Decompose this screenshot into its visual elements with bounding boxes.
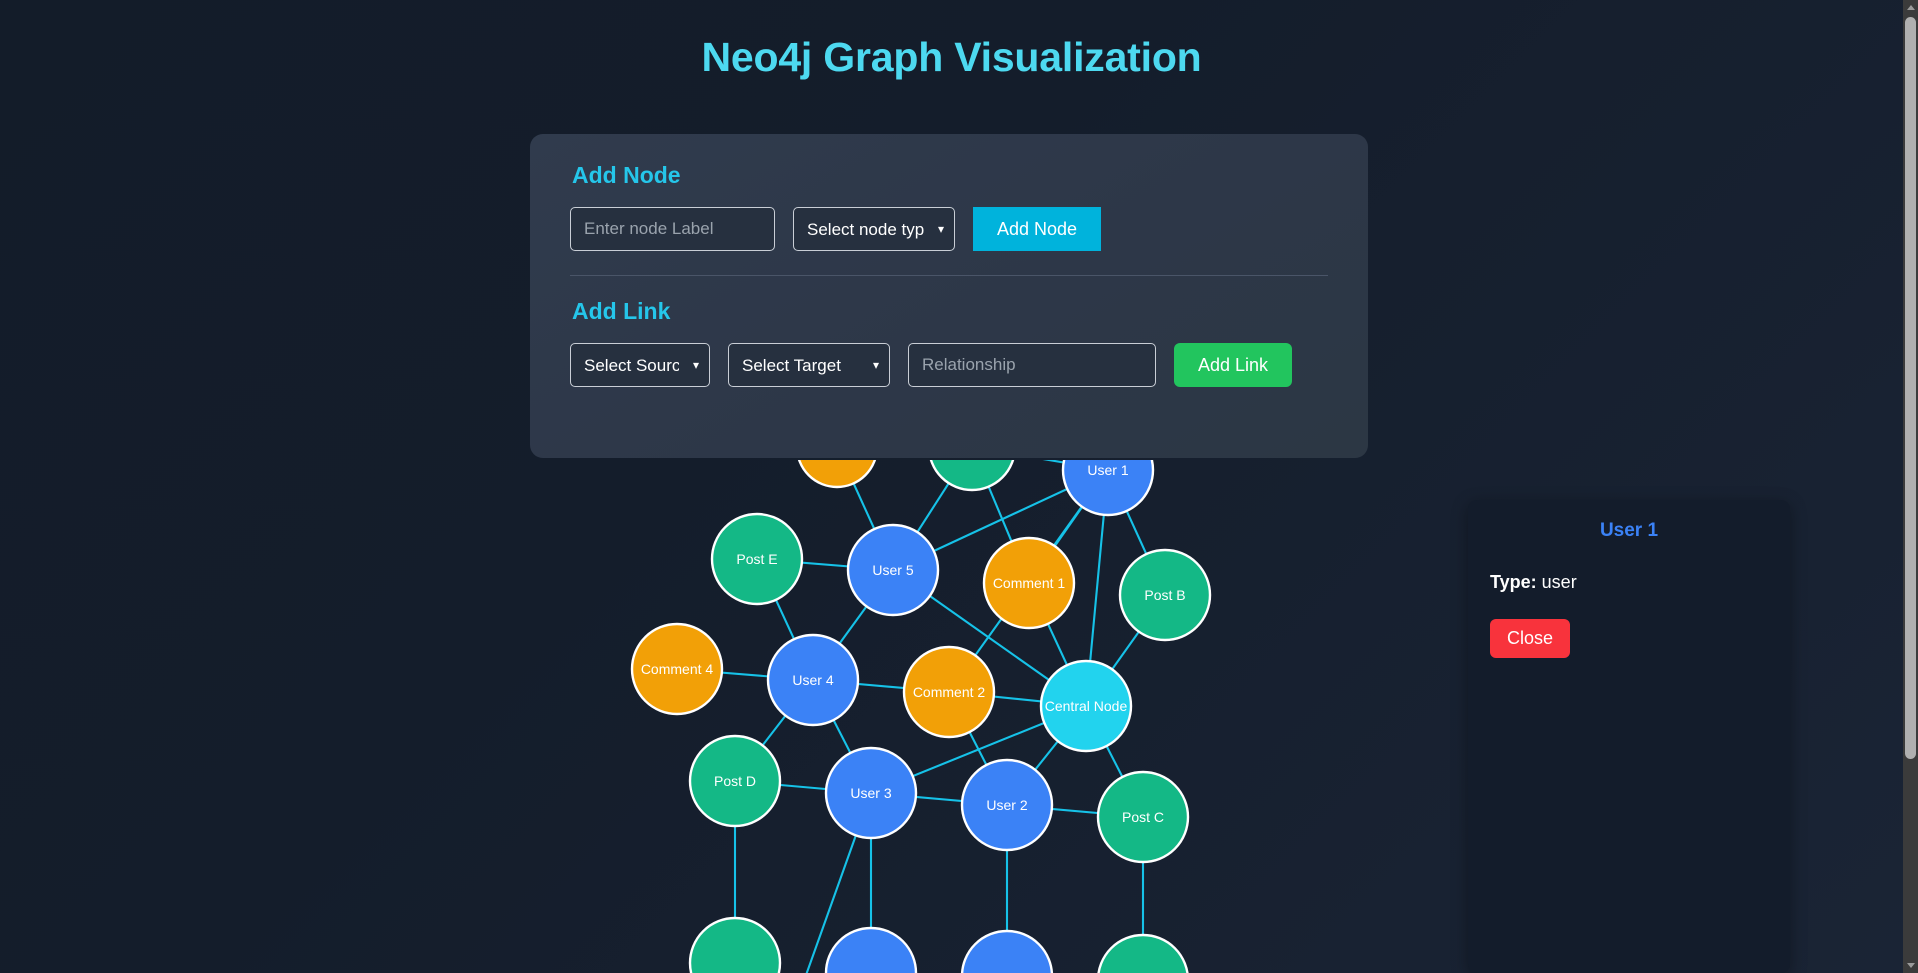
- graph-canvas[interactable]: Comment 5 Post A User 1 Post E User 5 Comment…: [0, 460, 1903, 973]
- graph-node-circle[interactable]: [630, 622, 724, 716]
- graph-node[interactable]: User 4: [766, 633, 860, 727]
- graph-node-circle[interactable]: [766, 633, 860, 727]
- add-link-row: Select Source ▾ Select Target ▾ Add Link: [570, 343, 1328, 387]
- close-button[interactable]: Close: [1490, 619, 1571, 658]
- graph-node-circle[interactable]: [797, 460, 877, 489]
- node-label-input[interactable]: [570, 207, 775, 251]
- graph-node[interactable]: Central Node: [1039, 659, 1133, 753]
- link-target-select[interactable]: Select Target: [728, 343, 890, 387]
- node-info-title: User 1: [1599, 520, 1659, 541]
- graph-node-circle[interactable]: [710, 512, 804, 606]
- link-source-select[interactable]: Select Source: [570, 343, 710, 387]
- graph-node-circle[interactable]: [1097, 933, 1189, 973]
- graph-node-circle[interactable]: [1118, 548, 1212, 642]
- scrollbar-thumb[interactable]: [1905, 17, 1916, 759]
- graph-node[interactable]: Post A: [929, 460, 1015, 492]
- graph-node[interactable]: Post E: [710, 512, 804, 606]
- relationship-input[interactable]: [908, 343, 1156, 387]
- graph-node-circle[interactable]: [960, 929, 1054, 973]
- graph-node[interactable]: User 1: [1061, 460, 1155, 517]
- graph-node[interactable]: Comment 4: [630, 622, 724, 716]
- graph-nodes: Comment 5 Post A User 1 Post E User 5 Comment…: [630, 460, 1212, 973]
- add-node-button[interactable]: Add Node: [973, 207, 1101, 251]
- node-info-type-value: user: [1536, 572, 1577, 592]
- controls-panel: Add Node Select node type ▾ Add Node Add…: [530, 134, 1368, 458]
- graph-node[interactable]: Comment 5: [797, 460, 877, 489]
- graph-node-circle[interactable]: [1061, 460, 1155, 517]
- source-select-wrapper: Select Source ▾: [570, 343, 710, 387]
- scroll-down-arrow-icon[interactable]: [1903, 958, 1918, 973]
- graph-node-circle[interactable]: [1096, 770, 1190, 864]
- graph-node[interactable]: User 3: [824, 746, 918, 840]
- section-divider: [570, 275, 1328, 276]
- add-link-button[interactable]: Add Link: [1174, 343, 1292, 387]
- scroll-up-arrow-icon[interactable]: [1903, 0, 1918, 15]
- node-info-type-row: Type: user: [1490, 572, 1768, 593]
- graph-node[interactable]: Post C: [1096, 770, 1190, 864]
- graph-node-circle[interactable]: [688, 916, 782, 973]
- graph-node[interactable]: User 5: [846, 523, 940, 617]
- add-link-section-title: Add Link: [572, 298, 671, 324]
- graph-node-circle[interactable]: [846, 523, 940, 617]
- graph-node[interactable]: [960, 929, 1054, 973]
- target-select-wrapper: Select Target ▾: [728, 343, 890, 387]
- node-info-type-label: Type:: [1490, 572, 1537, 592]
- graph-node-circle[interactable]: [902, 645, 996, 739]
- graph-node[interactable]: Comment 2: [902, 645, 996, 739]
- node-type-select-wrapper: Select node type ▾: [793, 207, 955, 251]
- graph-node-circle[interactable]: [960, 758, 1054, 852]
- graph-node-circle[interactable]: [688, 734, 782, 828]
- node-type-select[interactable]: Select node type: [793, 207, 955, 251]
- graph-node[interactable]: [688, 916, 782, 973]
- graph-node-circle[interactable]: [982, 536, 1076, 630]
- graph-node[interactable]: Post D: [688, 734, 782, 828]
- graph-node-circle[interactable]: [824, 926, 918, 973]
- graph-node[interactable]: Post B: [1118, 548, 1212, 642]
- graph-node-circle[interactable]: [929, 460, 1015, 492]
- graph-node-circle[interactable]: [824, 746, 918, 840]
- graph-node-circle[interactable]: [1039, 659, 1133, 753]
- graph-node[interactable]: Comment 1: [982, 536, 1076, 630]
- vertical-scrollbar[interactable]: [1903, 0, 1918, 973]
- node-info-panel: User 1 Type: user Close: [1468, 500, 1790, 973]
- graph-node[interactable]: [824, 926, 918, 973]
- graph-node[interactable]: User 2: [960, 758, 1054, 852]
- add-node-row: Select node type ▾ Add Node: [570, 207, 1328, 251]
- page-title: Neo4j Graph Visualization: [701, 34, 1202, 80]
- graph-node[interactable]: [1097, 933, 1189, 973]
- add-node-section-title: Add Node: [572, 162, 681, 188]
